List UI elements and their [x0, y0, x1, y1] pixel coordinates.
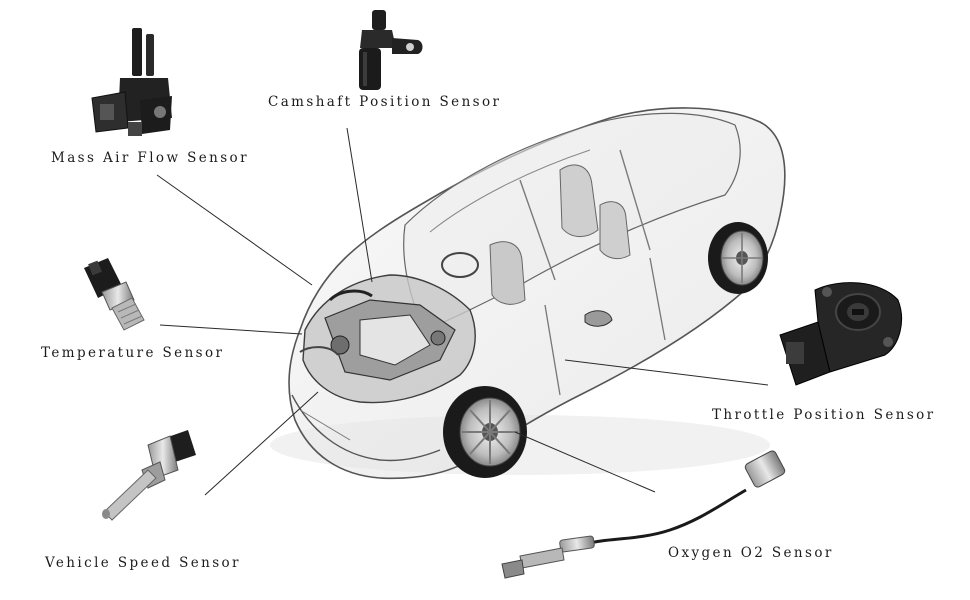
leader-line-throttle: [564, 359, 769, 386]
leader-line-camshaft: [346, 127, 373, 283]
car-illustration: [270, 107, 786, 480]
vehicle-speed-sensor-image: [102, 430, 196, 521]
leader-lines: [156, 127, 769, 496]
oxygen-o2-sensor-image: [501, 450, 786, 579]
label-camshaft-position-sensor: Camshaft Position Sensor: [268, 94, 502, 110]
mass-air-flow-sensor-image: [91, 28, 172, 136]
leader-line-mass-air-flow: [156, 174, 313, 286]
leader-line-oxygen: [514, 431, 656, 493]
throttle-position-sensor-image: [779, 282, 903, 386]
camshaft-position-sensor-image: [359, 10, 423, 90]
temperature-sensor-image: [84, 258, 145, 331]
leader-line-vehicle-speed: [204, 391, 319, 496]
front-wheel: [443, 386, 527, 478]
label-mass-air-flow-sensor: Mass Air Flow Sensor: [51, 150, 249, 166]
label-vehicle-speed-sensor: Vehicle Speed Sensor: [45, 555, 241, 571]
label-oxygen-o2-sensor: Oxygen O2 Sensor: [668, 545, 834, 561]
label-temperature-sensor: Temperature Sensor: [41, 345, 225, 361]
rear-wheel: [708, 222, 768, 294]
label-throttle-position-sensor: Throttle Position Sensor: [712, 407, 936, 423]
leader-line-temperature: [159, 324, 303, 335]
